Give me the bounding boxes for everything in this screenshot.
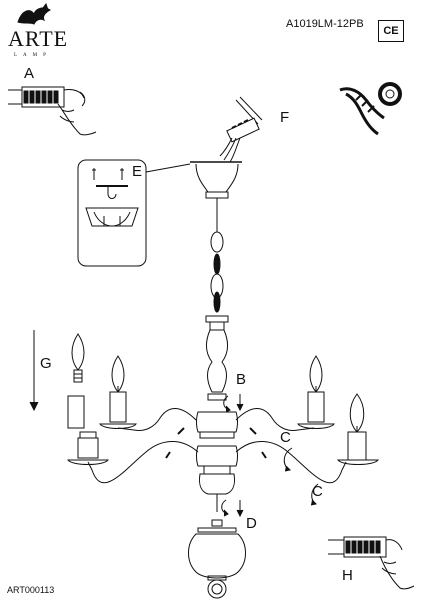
label-h: H <box>342 567 353 584</box>
mounting-detail-e-box <box>77 159 147 267</box>
lower-candle-left <box>67 431 109 465</box>
article-code: ART000113 <box>7 585 55 595</box>
label-a: A <box>24 65 35 82</box>
label-c-upper: C <box>280 429 291 446</box>
griffin-logo-icon <box>17 2 51 25</box>
brand-logo: ARTE <box>8 26 69 51</box>
ce-mark: CE <box>378 20 404 42</box>
direction-arrow-g-icon <box>29 330 39 412</box>
candle-sleeve-g-icon <box>67 395 85 429</box>
ceiling-canopy <box>145 161 242 232</box>
model-number: A1019LM-12PB <box>286 18 364 30</box>
chain <box>210 231 224 313</box>
brand-subtitle: LAMP <box>14 53 52 58</box>
rotate-arrow-b-icon <box>223 394 244 413</box>
insulation-tape-icon <box>339 82 402 136</box>
label-g: G <box>40 355 52 372</box>
label-d: D <box>246 515 257 532</box>
lower-arms <box>87 441 347 484</box>
rotate-arrow-d-icon <box>221 499 244 518</box>
label-b: B <box>236 371 247 388</box>
upper-candle-right <box>297 355 335 429</box>
connector-block-a-icon <box>8 86 97 136</box>
connector-block-h-icon <box>328 536 415 590</box>
upper-candle-left <box>99 355 137 429</box>
bottom-finial <box>188 519 246 599</box>
bulb-g-icon <box>71 333 85 383</box>
label-c-lower: C <box>312 483 323 500</box>
ceiling-connector-f-icon <box>219 96 263 163</box>
label-f: F <box>280 109 290 126</box>
upper-arms <box>117 408 315 435</box>
label-e: E <box>132 163 143 180</box>
lower-candle-right <box>337 393 379 465</box>
central-column <box>196 315 238 512</box>
rotate-arrow-c1-icon <box>283 447 293 472</box>
rotate-arrow-c2-icon <box>310 483 319 506</box>
